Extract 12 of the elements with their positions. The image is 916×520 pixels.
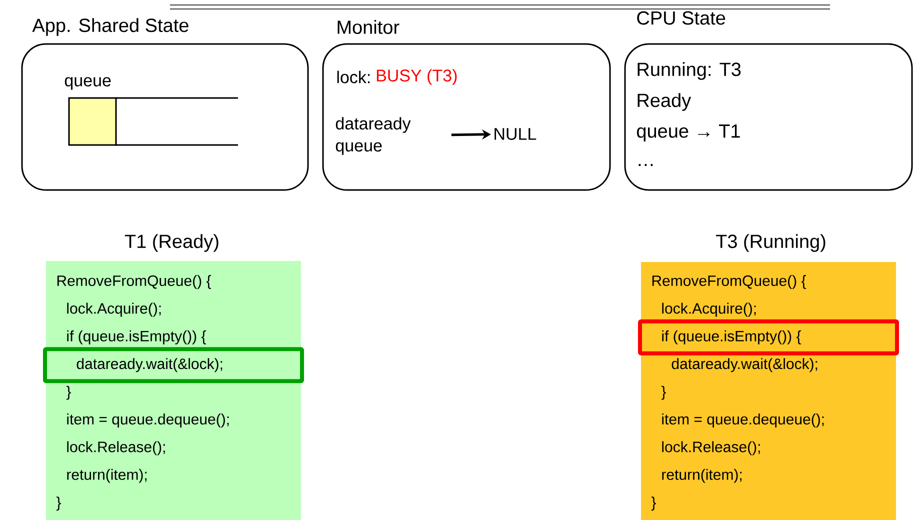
panel-heading: T1 (Ready) [124,234,218,252]
node-label: CPU State [637,11,726,25]
queue-value: NULL [494,128,536,140]
node-label: queue [64,77,111,90]
queue-drawing: queue [64,77,238,146]
code-panel: RemoveFromQueue() { lock.Acquire(); if (queue.isEmpty()) { dataready.wait(&lock); } item = queue.dequeue(); lock.Release(); return(item); } [641,262,896,520]
code-panel: RemoveFromQueue() { lock.Acquire(); if (queue.isEmpty()) { dataready.wait(&lock); } item = queue.dequeue(); lock.Release(); return(item); } [46,261,301,520]
node-label: App. Shared State [32,18,188,36]
queue-label: dataready queue [336,117,411,155]
state-panel: CPU State Running: T3 Ready queue → T1 … [624,11,913,191]
panel-heading: T3 (Running) [716,234,826,252]
node-label: Monitor [338,20,400,34]
